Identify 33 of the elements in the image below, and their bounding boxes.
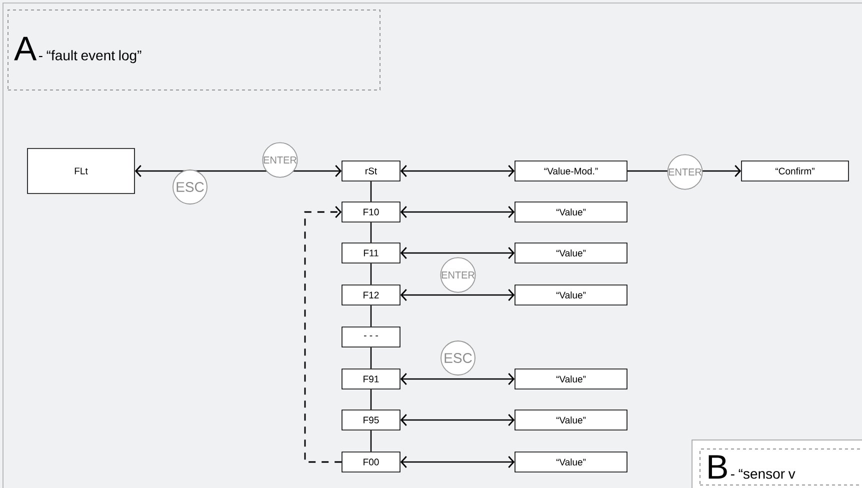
connector-line xyxy=(370,347,372,369)
state-box: “Confirm” xyxy=(741,160,849,182)
arrow xyxy=(400,373,515,385)
state-box: F95 xyxy=(342,410,400,430)
state-box: F10 xyxy=(342,202,400,222)
arrow xyxy=(400,289,515,301)
connector-line xyxy=(370,263,372,285)
state-box: F00 xyxy=(342,452,400,472)
connector-line xyxy=(370,389,372,410)
connector-line xyxy=(370,305,372,327)
arrow xyxy=(304,206,342,463)
arrow xyxy=(400,456,515,468)
panel xyxy=(692,440,862,488)
state-box: F12 xyxy=(342,284,400,306)
arrow xyxy=(400,414,515,426)
state-box: F11 xyxy=(342,242,400,264)
arrow xyxy=(400,165,515,177)
arrow xyxy=(400,247,515,259)
arrow xyxy=(400,206,515,218)
state-box: “Value-Mod.” xyxy=(514,160,628,182)
state-box: F91 xyxy=(342,368,400,390)
state-box: “Value” xyxy=(514,452,628,472)
state-box: - - - xyxy=(342,326,400,348)
state-box: rSt xyxy=(342,160,400,182)
connector-line xyxy=(370,181,372,202)
state-box: “Value” xyxy=(514,410,628,430)
connector-line xyxy=(370,430,372,452)
state-box: “Value” xyxy=(514,242,628,264)
state-box: “Value” xyxy=(514,202,628,222)
state-box: “Value” xyxy=(514,284,628,306)
connector-line xyxy=(370,222,372,243)
state-box: “Value” xyxy=(514,368,628,390)
state-box: FLt xyxy=(27,148,135,194)
